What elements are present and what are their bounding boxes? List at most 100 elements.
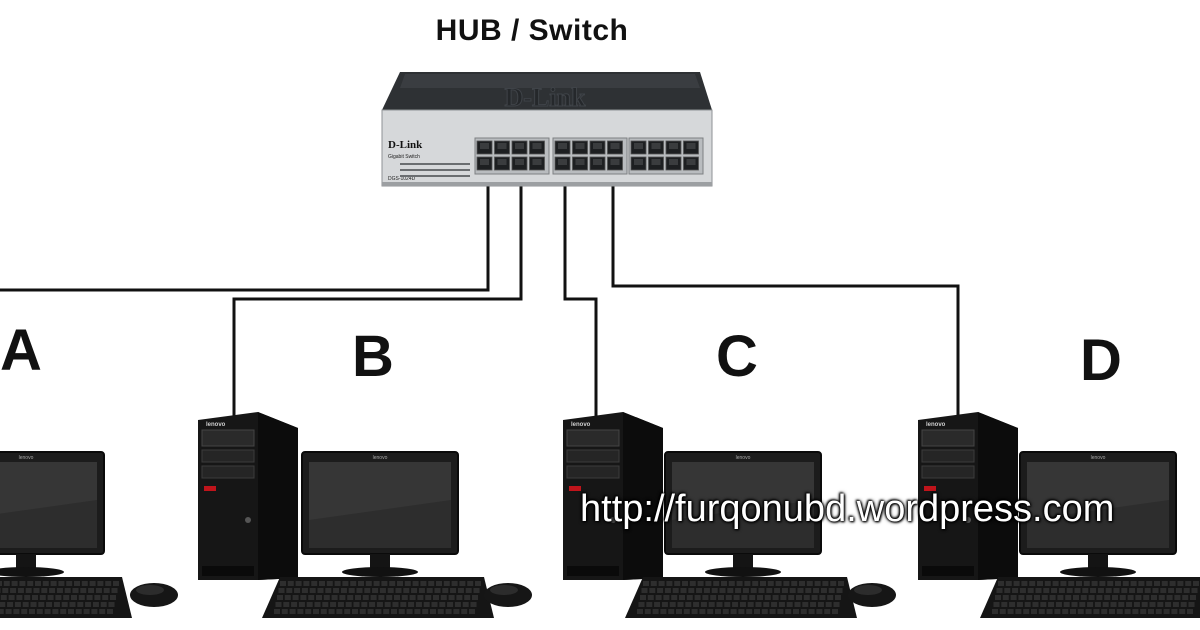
key: [398, 609, 405, 614]
key: [287, 581, 294, 586]
key: [992, 609, 998, 614]
key: [1143, 595, 1150, 600]
key: [32, 595, 38, 600]
key: [738, 609, 745, 614]
key: [819, 595, 826, 600]
key: [339, 595, 346, 600]
node-label-b: B: [352, 324, 394, 389]
key: [110, 595, 116, 600]
key: [58, 581, 65, 586]
key: [750, 588, 757, 593]
drive-bay: [201, 449, 255, 463]
cable-to-c: [563, 165, 598, 418]
key: [830, 581, 837, 586]
keyboard-keys: [992, 581, 1199, 614]
key: [810, 602, 817, 607]
key: [797, 588, 804, 593]
key: [394, 595, 400, 600]
key: [78, 595, 85, 600]
tower-side: [978, 412, 1018, 580]
key: [769, 609, 776, 614]
key: [352, 609, 358, 614]
key: [794, 602, 801, 607]
key: [1097, 588, 1104, 593]
key: [29, 609, 35, 614]
key: [649, 588, 656, 593]
key: [835, 595, 841, 600]
key: [381, 581, 388, 586]
key: [822, 581, 829, 586]
key: [676, 609, 682, 614]
key: [1016, 602, 1023, 607]
key: [2, 588, 9, 593]
key: [744, 581, 751, 586]
key: [781, 588, 788, 593]
key: [674, 581, 681, 586]
key: [333, 588, 340, 593]
key: [799, 581, 805, 586]
key: [1068, 581, 1075, 586]
key: [294, 588, 301, 593]
key: [434, 588, 441, 593]
key: [297, 609, 304, 614]
monitor-brand: lenovo: [19, 455, 34, 461]
key: [671, 595, 678, 600]
port-contacts: [497, 143, 507, 149]
key: [998, 581, 1004, 586]
key: [467, 581, 474, 586]
key: [451, 581, 458, 586]
key: [50, 581, 57, 586]
key: [56, 588, 63, 593]
key: [732, 602, 739, 607]
computer-a: lenovo: [0, 451, 178, 618]
key: [788, 595, 795, 600]
port-contacts: [593, 159, 602, 165]
port-contacts: [686, 159, 696, 165]
key: [800, 609, 807, 614]
key: [1160, 588, 1167, 593]
monitor-brand: lenovo: [1091, 455, 1106, 461]
key: [1132, 609, 1139, 614]
key: [442, 588, 449, 593]
key: [1085, 609, 1092, 614]
key: [793, 609, 799, 614]
key: [1076, 581, 1082, 586]
key: [699, 609, 706, 614]
key: [1180, 602, 1187, 607]
key: [403, 588, 410, 593]
key: [727, 588, 734, 593]
keyboard: [625, 577, 857, 618]
key: [330, 602, 337, 607]
key: [400, 602, 407, 607]
port-contacts: [610, 159, 620, 165]
key: [1066, 588, 1073, 593]
key: [1148, 609, 1154, 614]
key: [780, 595, 787, 600]
key: [77, 602, 84, 607]
key: [1046, 609, 1053, 614]
key: [426, 588, 433, 593]
key: [707, 609, 714, 614]
key: [772, 595, 779, 600]
key: [1119, 595, 1126, 600]
port-contacts: [651, 143, 661, 149]
key: [19, 581, 26, 586]
key: [71, 595, 77, 600]
key: [1063, 602, 1070, 607]
key: [95, 588, 102, 593]
key: [995, 595, 1001, 600]
key: [63, 595, 70, 600]
key: [691, 609, 698, 614]
key: [475, 581, 481, 586]
key: [1113, 588, 1120, 593]
key: [431, 602, 438, 607]
tower-side: [258, 412, 298, 580]
key: [69, 602, 76, 607]
optical-drive: [201, 429, 255, 447]
key: [7, 602, 14, 607]
key: [1166, 595, 1173, 600]
key: [422, 609, 429, 614]
key: [1190, 595, 1196, 600]
key: [1109, 609, 1115, 614]
key: [766, 588, 773, 593]
